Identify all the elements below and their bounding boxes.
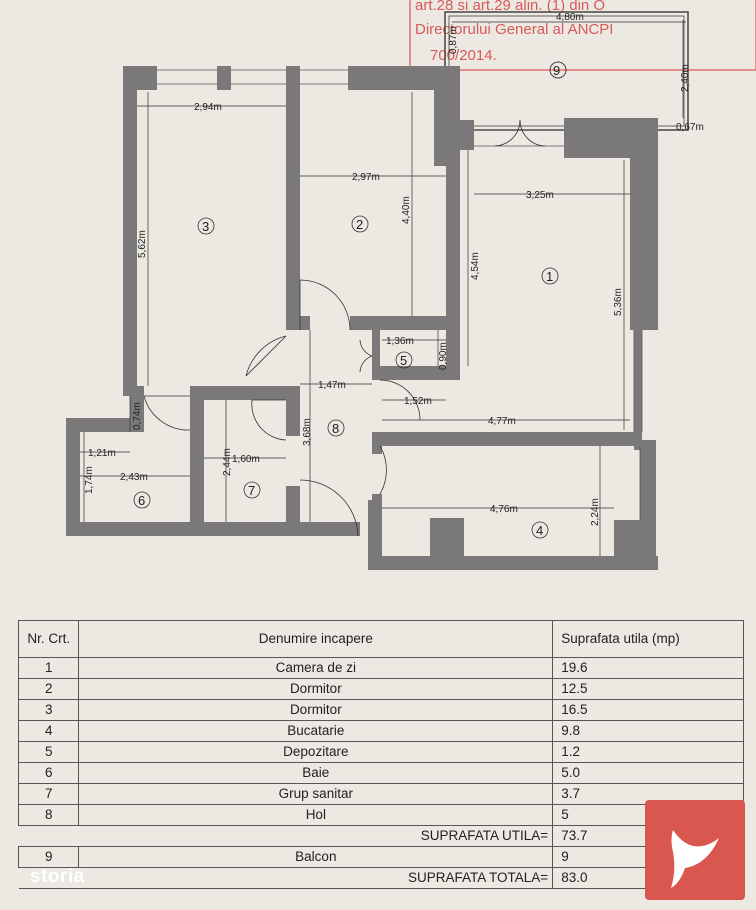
dim-balcony-height: 2,40m [680,64,691,92]
row-nr: 7 [17,783,80,805]
stamp-line-1: art.28 si art.29 alin. (1) din O [415,0,605,14]
table-row: 1 Camera de zi 19.6 [17,657,744,679]
dim-r3-width: 2,94m [194,102,222,113]
dim-r5-width: 1,36m [386,336,414,347]
row-name: Camera de zi [78,657,554,679]
dimension-labels: 2,94m 5,62m 2,97m 4,40m 3,25m 4,54m 5,36… [84,102,624,526]
header-area: Suprafata utila (mp) [552,620,744,658]
walls [66,66,658,570]
row-name: Hol [78,804,554,826]
row-nr: 2 [17,678,80,700]
stamp-line-2: Directorului General al ANCPI [415,21,613,38]
room-3-number: 3 [202,219,209,234]
row-nr: 3 [17,699,80,721]
dim-r4-width: 4,76m [490,504,518,515]
dim-hall-height: 3,68m [302,418,313,446]
row-area: 16.5 [552,699,744,721]
stamp: art.28 si art.29 alin. (1) din O Directo… [409,0,756,71]
room-numbers: 3 2 1 4 5 6 7 8 [138,217,553,538]
table-row: 8 Hol 5 [17,804,744,826]
room-5-number: 5 [400,353,407,368]
dim-r1-width-top: 3,25m [526,190,554,201]
row-area: 12.5 [552,678,744,700]
dim-balcony-a: 0,87m [448,26,459,54]
floor-plan: art.28 si art.29 alin. (1) din O Directo… [66,0,756,570]
watermark: storia [30,866,85,887]
header-name: Denumire incapere [78,620,554,658]
row-name: Depozitare [78,741,554,763]
row-nr: 4 [17,720,80,742]
storia-logo [645,800,745,900]
dim-r1-height-right: 5,36m [613,288,624,316]
doors [143,119,546,537]
dim-r1-width-bottom: 4,77m [488,416,516,427]
dim-r5-height: 0,90m [438,342,449,370]
area-table: Nr. Crt. Denumire incapere Suprafata uti… [17,620,744,889]
util-area-row: SUPRAFATA UTILA= 73.7 [18,825,744,847]
dim-r2-height: 4,40m [401,196,412,224]
row-nr: 5 [17,741,80,763]
room-7-number: 7 [248,483,255,498]
room-8-number: 8 [332,421,339,436]
stamp-line-3: 700/2014. [430,47,497,64]
windows [157,69,643,520]
dim-r7-width: 1,60m [232,454,260,465]
row-area: 1.2 [552,741,744,763]
dim-r4-height: 2,24m [590,498,601,526]
dim-passage: 1,52m [404,396,432,407]
room-4-number: 4 [536,523,543,538]
dim-r6-width: 2,43m [120,472,148,483]
row-area: 19.6 [552,657,744,679]
row-nr: 1 [17,657,80,679]
row-nr: 8 [17,804,80,826]
room-6-number: 6 [138,493,145,508]
row-nr: 6 [17,762,80,784]
table-row: 2 Dormitor 12.5 [17,678,744,700]
total-area-row: SUPRAFATA TOTALA= 83.0 [18,867,744,889]
table-row: 3 Dormitor 16.5 [17,699,744,721]
bird-icon [671,830,719,888]
table-row: 5 Depozitare 1.2 [17,741,744,763]
row-name: Grup sanitar [78,783,554,805]
dim-r2-width: 2,97m [352,172,380,183]
table-row: 4 Bucatarie 9.8 [17,720,744,742]
dim-r7-height: 2,44m [222,448,233,476]
dim-r6-b: 0,74m [132,402,143,430]
dim-r3-height: 5,62m [137,230,148,258]
dim-hall-width: 1,47m [318,380,346,391]
row-nr: 9 [17,846,80,868]
dimension-lines [80,92,630,556]
balcony-number: 9 [553,63,560,78]
dim-balcony-b: 0,67m [676,122,704,133]
table-row: 7 Grup sanitar 3.7 [17,783,744,805]
util-area-label: SUPRAFATA UTILA= [78,825,554,847]
dim-balcony-width: 4,80m [556,12,584,23]
dim-r6-a: 1,21m [88,448,116,459]
header-nr: Nr. Crt. [17,620,80,658]
row-name: Bucatarie [78,720,554,742]
row-name: Dormitor [78,699,554,721]
room-2-number: 2 [356,217,363,232]
row-name: Balcon [78,846,554,868]
table-row: 6 Baie 5.0 [17,762,744,784]
total-area-label: SUPRAFATA TOTALA= [78,867,554,889]
dim-r1-height-left: 4,54m [470,252,481,280]
dim-r6-height: 1,74m [84,466,95,494]
table-header-row: Nr. Crt. Denumire incapere Suprafata uti… [17,620,744,658]
row-area: 9.8 [552,720,744,742]
row-name: Baie [78,762,554,784]
room-number-circles [133,215,559,539]
row-area: 5.0 [552,762,744,784]
table-row-balcony: 9 Balcon 9 [17,846,744,868]
room-1-number: 1 [546,269,553,284]
row-name: Dormitor [78,678,554,700]
